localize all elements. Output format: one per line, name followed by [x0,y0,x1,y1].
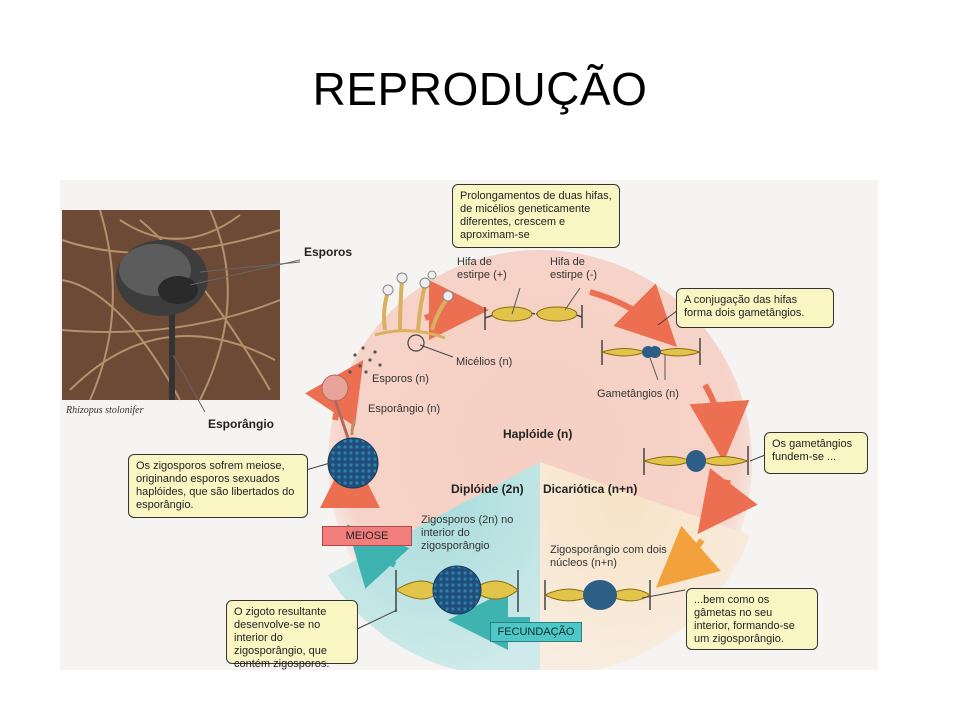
tag-meiose: MEIOSE [322,526,412,546]
phase-diploid: Diplóide (2n) [451,482,524,496]
callout-hyphae-extend: Prolongamentos de duas hifas, de micélio… [452,184,620,248]
label-mycelia: Micélios (n) [456,356,513,368]
callout-zygote: O zigoto resultante desenvolve-se no int… [226,600,358,670]
callout-meiosis: Os zigosporos sofrem meiose, originando … [128,454,308,518]
gametangia-drawing [601,338,701,381]
tag-fecundacao: FECUNDAÇÃO [490,622,582,642]
life-cycle-diagram [61,209,766,670]
page-title: REPRODUÇÃO [312,63,648,115]
germinating-zygospore [327,417,379,489]
callout-conjugation: A conjugação das hifas forma dois gametâ… [676,288,834,328]
label-gametangia: Gametângios (n) [597,388,679,400]
label-sporangium: Esporângio (n) [368,403,441,415]
zygosporangium-diploid [395,565,519,615]
rhizopus-photo [61,209,301,413]
callout-gametangia-fuse: Os gametângios fundem-se ... [764,432,868,474]
sporangiophores [348,270,454,374]
label-zygosporangium-nuclei: Zigosporângio com dois núcleos (n+n) [550,544,667,569]
photo-caption: Rhizopus stolonifer [66,405,144,416]
label-hypha-plus: Hifa de estirpe (+) [457,256,507,281]
label-zygospores: Zigosporos (2n) no interior do zigosporâ… [421,514,514,552]
photo-label-spores: Esporos [304,245,353,259]
life-cycle-figure: Rhizopus stolonifer Esporos Esporângio H… [60,180,878,670]
fused-gametangia [643,446,749,475]
hyphae-pair [484,287,583,330]
dikaryotic-region [540,462,750,670]
zygosporangium-dikaryotic [544,580,651,610]
label-hypha-minus: Hifa de estirpe (-) [550,256,598,281]
label-spores: Esporos (n) [372,373,429,385]
sporangium-drawing [321,374,350,439]
photo-label-sporangium: Esporângio [208,417,275,431]
callout-gametes-fuse: ...bem como os gâmetas no seu interior, … [686,588,818,650]
phase-dikaryotic: Dicariótica (n+n) [543,482,638,496]
phase-haploid: Haplóide (n) [503,427,573,441]
